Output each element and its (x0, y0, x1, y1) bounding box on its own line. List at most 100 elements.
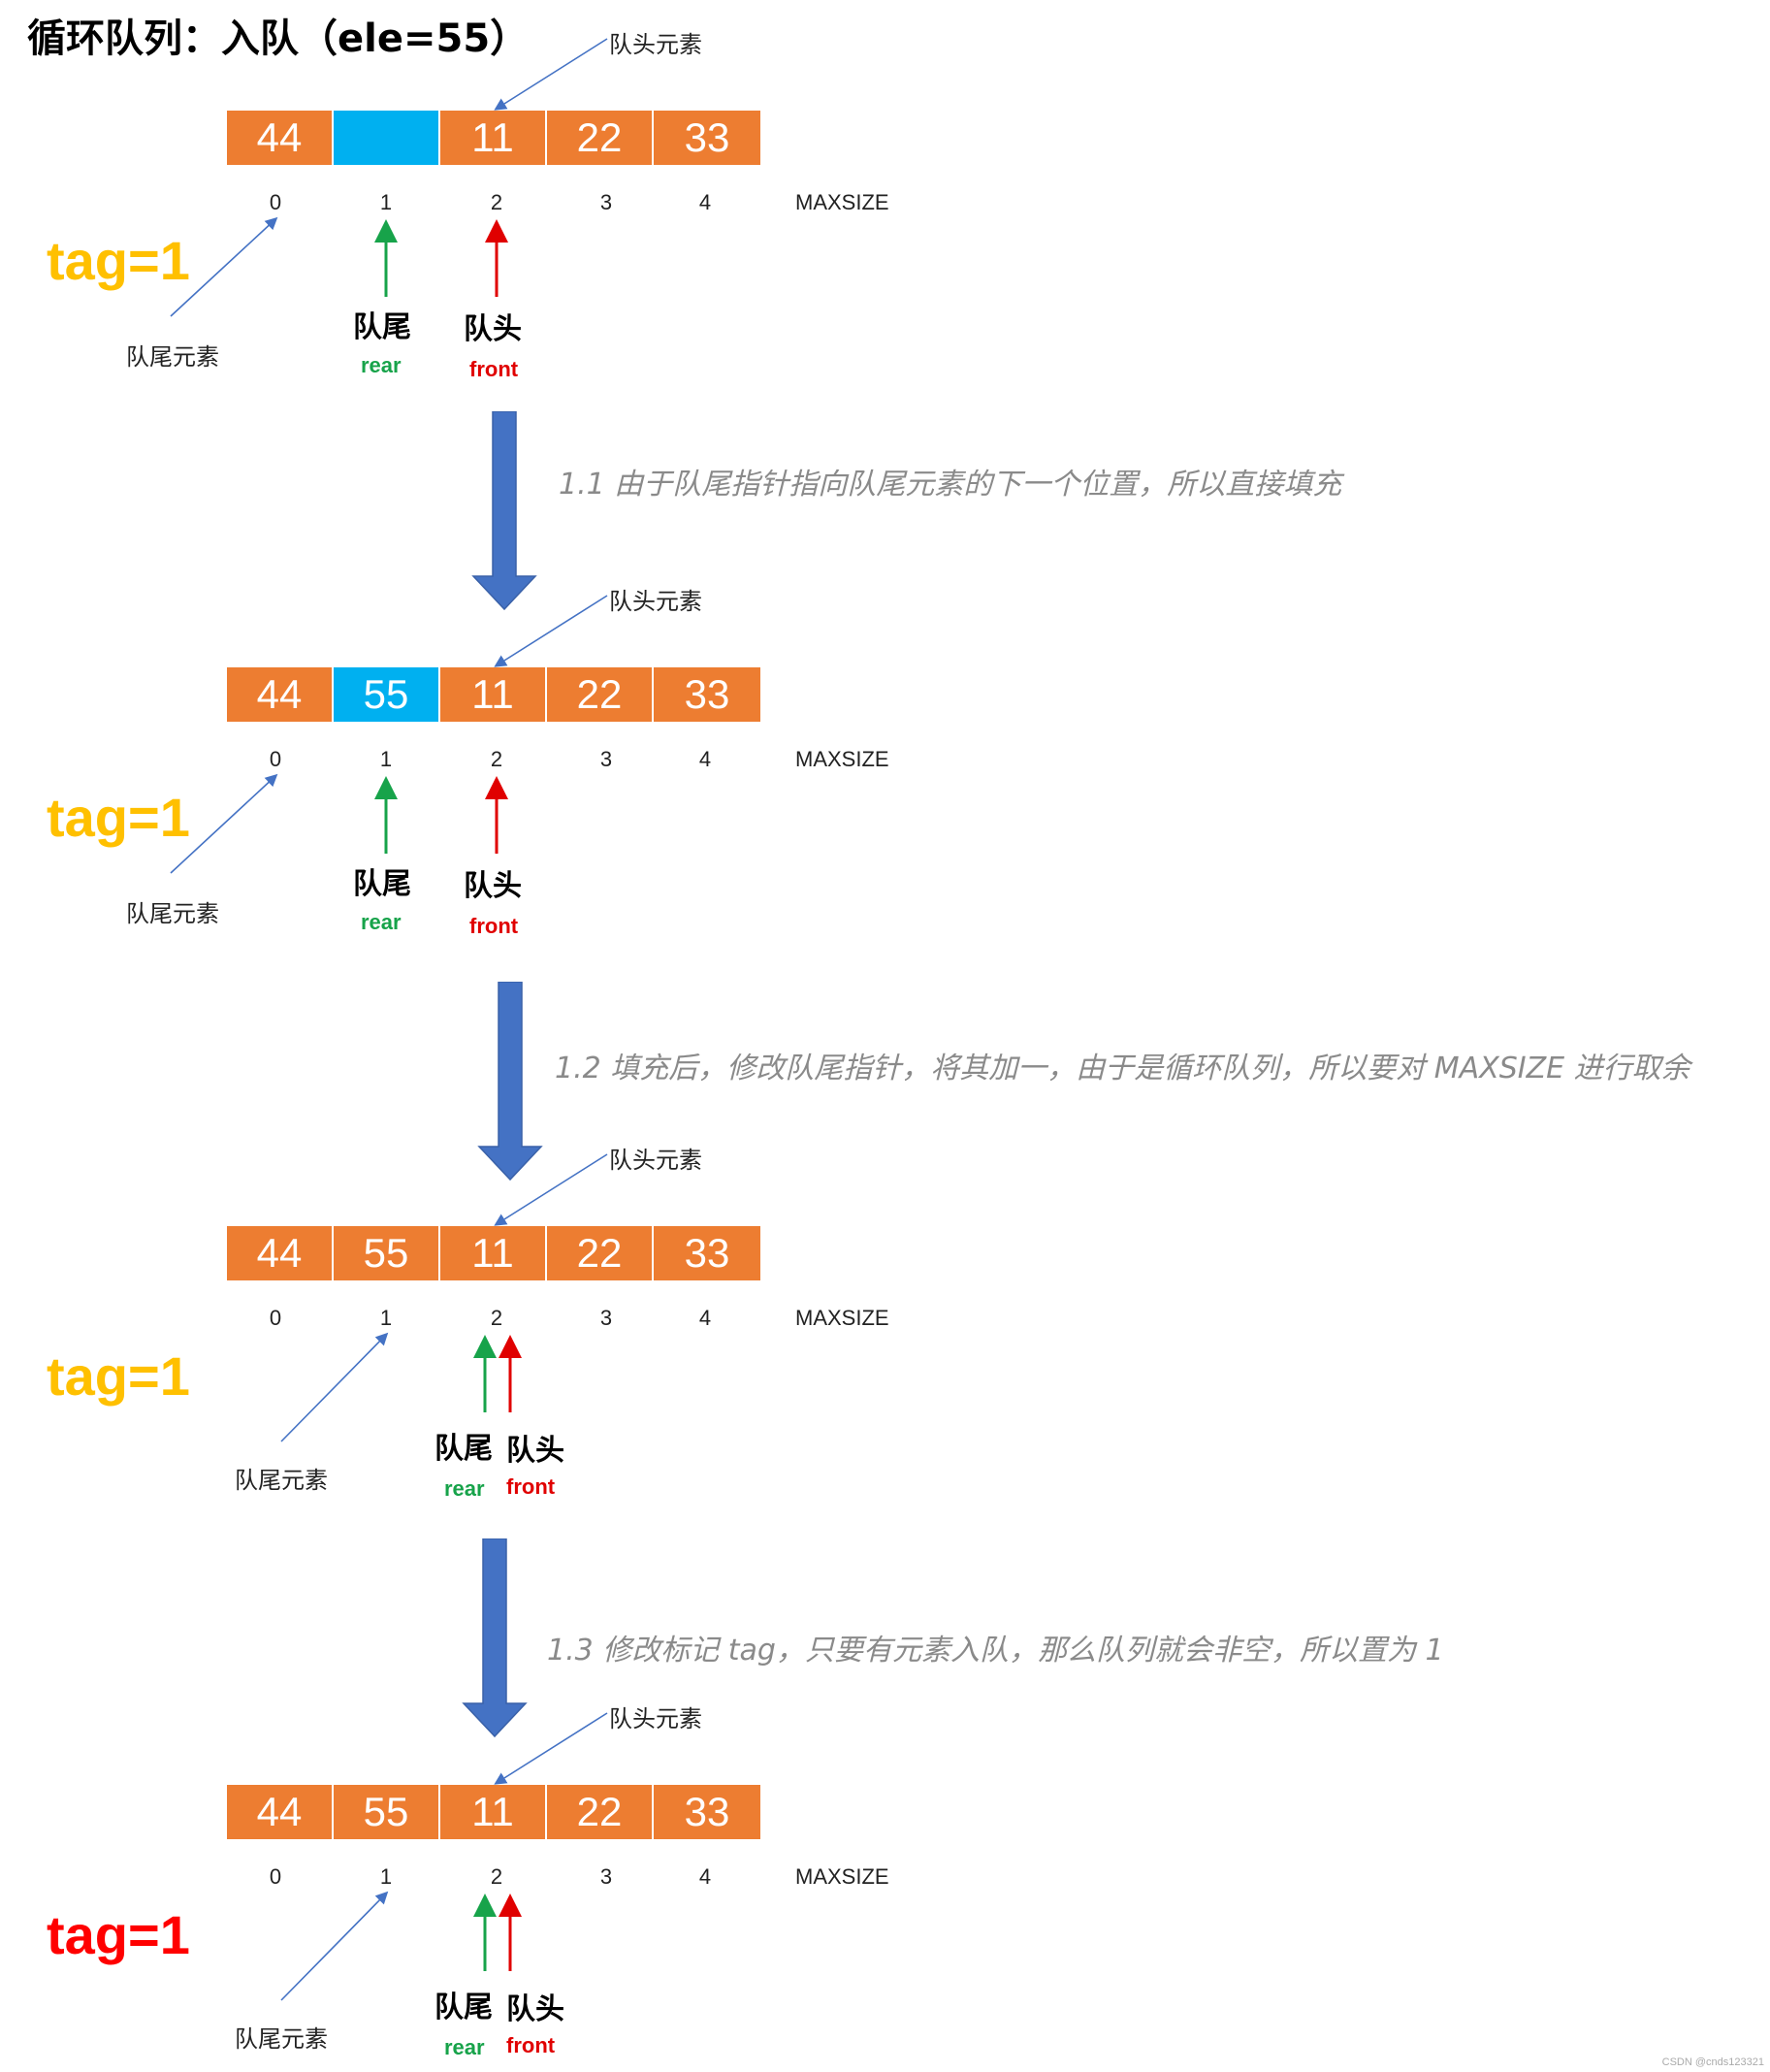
index-label-4: 4 (698, 190, 712, 214)
index-label-0: 0 (269, 747, 282, 771)
step-text-2: 1.2 填充后，修改队尾指针，将其加一，由于是循环队列，所以要对 MAXSIZE… (555, 1052, 1690, 1085)
queue-cell-4: 33 (654, 667, 760, 722)
index-label-4: 4 (698, 1864, 712, 1889)
head-element-label: 队头元素 (609, 31, 702, 58)
rear-label-en: rear (361, 353, 402, 377)
front-label-cn: 队头 (464, 312, 522, 346)
pointer-overlay (280, 1712, 608, 2001)
rear-label-en: rear (361, 910, 402, 934)
tail-element-callout-line (280, 1332, 389, 1442)
index-label-3: 3 (599, 190, 613, 214)
maxsize-label: MAXSIZE (795, 1864, 889, 1889)
rear-label-cn: 队尾 (353, 310, 411, 344)
tail-element-label: 队尾元素 (126, 900, 219, 927)
index-label-2: 2 (490, 1306, 503, 1330)
tail-element-callout-line (280, 1891, 389, 2001)
page-title: 循环队列：入队（ele=55） (27, 16, 530, 61)
down-arrow-icon (477, 982, 543, 1182)
queue-cell-2: 11 (440, 1226, 547, 1280)
head-element-callout-line (494, 1712, 608, 1785)
index-label-1: 1 (379, 747, 393, 771)
head-element-label: 队头元素 (609, 1705, 702, 1732)
index-label-0: 0 (269, 1306, 282, 1330)
front-label-cn: 队头 (506, 1992, 564, 2026)
tag-label: tag=1 (47, 230, 190, 291)
head-element-callout-line (494, 1153, 608, 1226)
index-label-3: 3 (599, 747, 613, 771)
queue-cell-0: 44 (227, 1226, 334, 1280)
rear-label-en: rear (444, 2035, 485, 2059)
queue-cell-4: 33 (654, 1226, 760, 1280)
queue-cell-1: 55 (334, 1226, 440, 1280)
queue-cell-2: 11 (440, 111, 547, 165)
queue-cell-0: 44 (227, 111, 334, 165)
index-label-0: 0 (269, 190, 282, 214)
step-arrow-1 (471, 411, 537, 611)
rear-label-en: rear (444, 1476, 485, 1501)
front-label-en: front (506, 1474, 556, 1499)
index-label-3: 3 (599, 1306, 613, 1330)
step-arrow-3 (462, 1538, 528, 1738)
queue-cell-1: 55 (334, 1785, 440, 1839)
front-label-en: front (469, 357, 519, 381)
front-label-en: front (506, 2033, 556, 2057)
index-label-1: 1 (379, 190, 393, 214)
tail-element-callout-line (170, 216, 278, 317)
index-label-4: 4 (698, 1306, 712, 1330)
maxsize-label: MAXSIZE (795, 747, 889, 771)
tag-label: tag=1 (47, 787, 190, 848)
front-label-cn: 队头 (506, 1434, 564, 1468)
index-label-2: 2 (490, 747, 503, 771)
watermark: CSDN @cnds123321 (1661, 2056, 1764, 2068)
queue-cell-4: 33 (654, 111, 760, 165)
head-element-label: 队头元素 (609, 588, 702, 615)
queue-cell-2: 11 (440, 1785, 547, 1839)
step-text-3: 1.3 修改标记 tag，只要有元素入队，那么队列就会非空，所以置为 1 (547, 1634, 1444, 1667)
queue-cell-3: 22 (547, 667, 654, 722)
tail-element-label: 队尾元素 (235, 2025, 328, 2053)
tag-label: tag=1 (47, 1904, 190, 1965)
queue-cell-3: 22 (547, 1226, 654, 1280)
step-arrow-2 (477, 982, 543, 1182)
index-label-2: 2 (490, 190, 503, 214)
queue-cell-3: 22 (547, 111, 654, 165)
index-label-1: 1 (379, 1306, 393, 1330)
head-element-callout-line (494, 38, 608, 111)
index-label-4: 4 (698, 747, 712, 771)
index-label-1: 1 (379, 1864, 393, 1889)
queue-cell-1: 55 (334, 667, 440, 722)
index-label-0: 0 (269, 1864, 282, 1889)
step-text-1: 1.1 由于队尾指针指向队尾元素的下一个位置，所以直接填充 (559, 468, 1342, 502)
pointer-overlay (170, 595, 608, 874)
down-arrow-icon (471, 411, 537, 611)
tag-label: tag=1 (47, 1345, 190, 1407)
tail-element-callout-line (170, 773, 278, 874)
head-element-label: 队头元素 (609, 1147, 702, 1174)
front-label-cn: 队头 (464, 869, 522, 903)
index-label-3: 3 (599, 1864, 613, 1889)
pointer-overlay (280, 1153, 608, 1442)
queue-cell-1 (334, 111, 440, 165)
rear-label-cn: 队尾 (434, 1432, 493, 1466)
rear-label-cn: 队尾 (434, 1991, 493, 2024)
index-label-2: 2 (490, 1864, 503, 1889)
tail-element-label: 队尾元素 (126, 343, 219, 371)
tail-element-label: 队尾元素 (235, 1467, 328, 1494)
down-arrow-icon (462, 1538, 528, 1738)
queue-cell-0: 44 (227, 667, 334, 722)
queue-cell-0: 44 (227, 1785, 334, 1839)
queue-cell-3: 22 (547, 1785, 654, 1839)
queue-cell-2: 11 (440, 667, 547, 722)
front-label-en: front (469, 914, 519, 938)
queue-cell-4: 33 (654, 1785, 760, 1839)
maxsize-label: MAXSIZE (795, 190, 889, 214)
maxsize-label: MAXSIZE (795, 1306, 889, 1330)
